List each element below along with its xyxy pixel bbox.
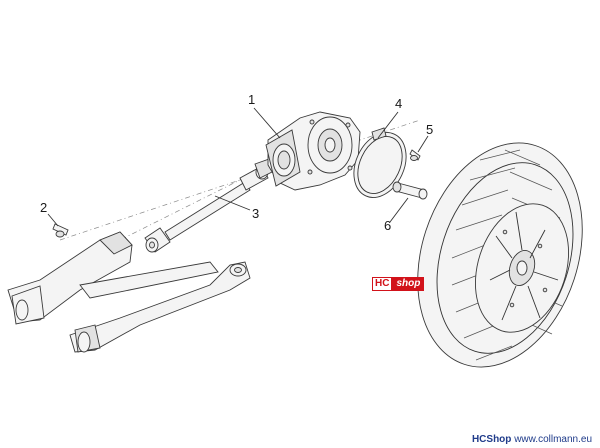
- callout-2: 2: [40, 200, 47, 215]
- callout-1: 1: [248, 92, 255, 107]
- callout-4: 4: [395, 96, 402, 111]
- swingarm: [7, 231, 251, 353]
- bolt-part-5: [409, 149, 421, 161]
- rear-wheel: [417, 142, 583, 368]
- leader-lines: [47, 107, 429, 227]
- callout-3: 3: [252, 206, 259, 221]
- drive-shaft: [144, 157, 277, 253]
- bolt-part-2: [52, 223, 69, 238]
- footer-brand: HCShop: [471, 434, 512, 445]
- footer-credit: HCShop www.collmann.eu: [472, 434, 592, 445]
- hc-shop-watermark: HC shop: [372, 277, 425, 291]
- watermark-hc: HC: [372, 277, 393, 291]
- dust-cover-part-4: [353, 127, 407, 198]
- watermark-shop: shop: [392, 277, 425, 291]
- spacer-part-6: [392, 181, 428, 200]
- final-drive-housing: [265, 111, 361, 191]
- footer-url[interactable]: www.collmann.eu: [514, 434, 592, 445]
- callout-6: 6: [384, 218, 391, 233]
- callout-5: 5: [426, 122, 433, 137]
